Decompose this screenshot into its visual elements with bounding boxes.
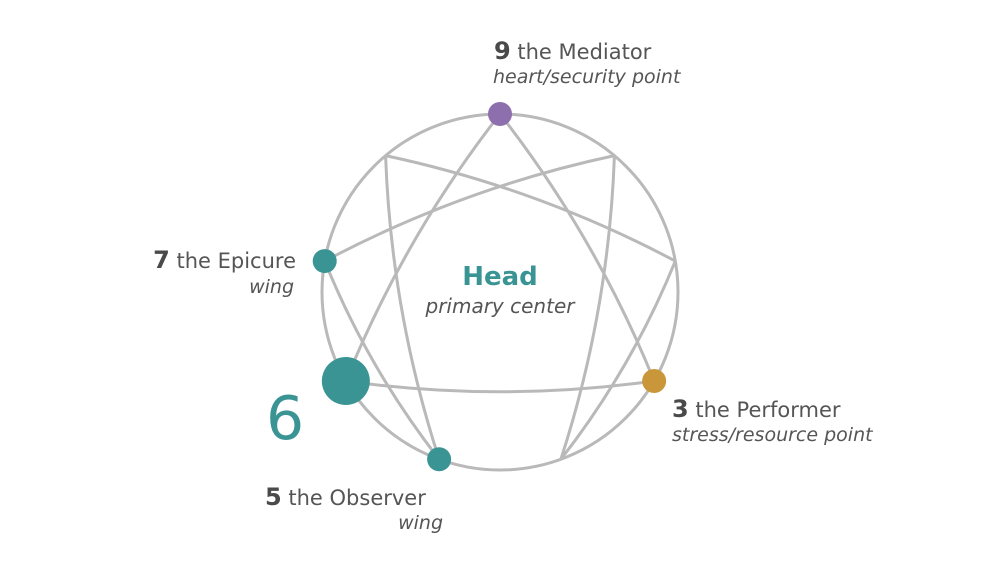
observer-number: 5 (265, 483, 282, 511)
node-type-6 (321, 357, 370, 405)
line-9-3 (498, 113, 656, 382)
line-6-9 (344, 113, 502, 382)
line-4-2 (559, 260, 677, 461)
label-mediator: 9 the Mediator (494, 38, 651, 65)
observer-name: the Observer (288, 486, 426, 510)
enneagram-nodes (312, 102, 667, 472)
line-2-8 (385, 154, 676, 263)
observer-role: wing (398, 512, 443, 534)
performer-number: 3 (672, 395, 689, 423)
center-subtitle: primary center (425, 294, 575, 318)
label-epicure: 7 the Epicure (153, 247, 296, 274)
mediator-role: heart/security point (493, 66, 681, 88)
line-7-1 (324, 154, 615, 263)
enneagram-circle (320, 112, 680, 472)
center-title: Head (462, 262, 538, 292)
mediator-name: the Mediator (517, 40, 652, 64)
node-type-3 (642, 369, 667, 393)
performer-name: the Performer (695, 398, 841, 422)
epicure-number: 7 (153, 246, 170, 274)
mediator-number: 9 (494, 37, 511, 65)
node-type-9 (488, 102, 512, 126)
epicure-name: the Epicure (176, 249, 296, 273)
performer-role: stress/resource point (672, 424, 873, 446)
label-observer: 5 the Observer (265, 484, 426, 511)
enneagram-lines (323, 113, 677, 461)
line-1-4 (559, 155, 616, 460)
epicure-role: wing (249, 276, 294, 298)
line-5-7 (323, 260, 441, 461)
node-type-5 (427, 447, 452, 472)
main-type-number: 6 (266, 384, 305, 454)
line-3-6 (345, 379, 655, 394)
line-8-5 (384, 155, 441, 460)
node-type-7 (312, 249, 337, 274)
label-performer: 3 the Performer (672, 396, 841, 423)
